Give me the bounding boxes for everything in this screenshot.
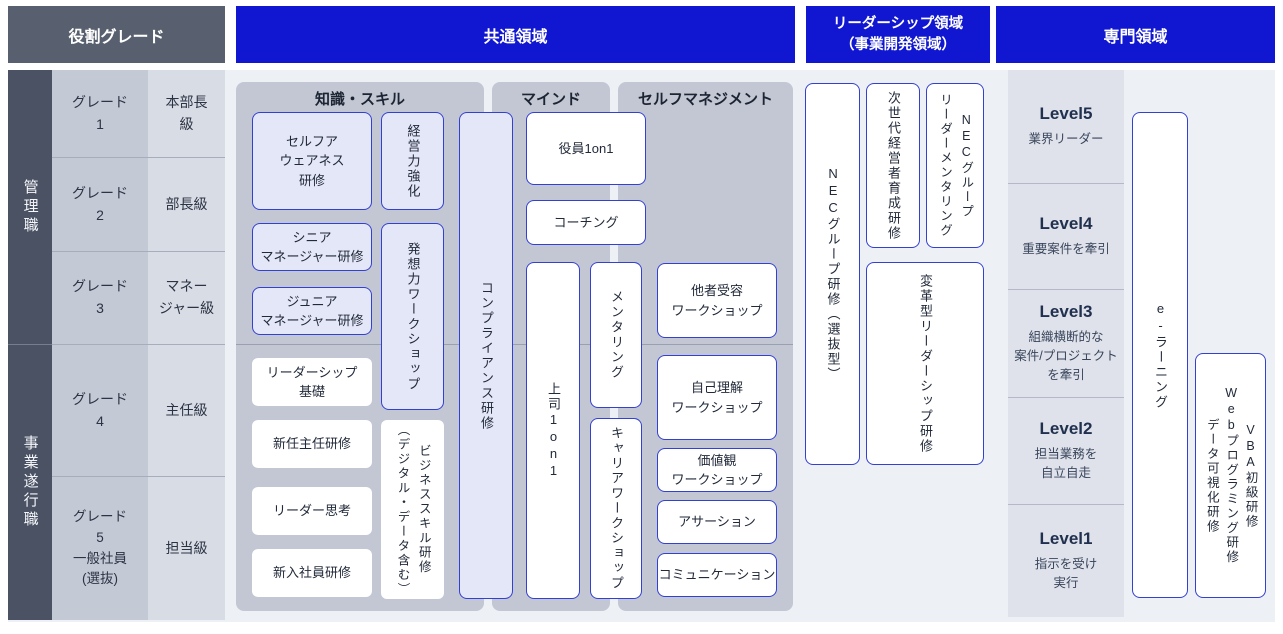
grade-5-cell: グレード 5 一般社員 (選抜): [52, 477, 148, 620]
course-ideation-workshop: 発想力ワークショップ: [381, 223, 444, 410]
course-leadership-basics: リーダーシップ 基礎: [252, 358, 372, 406]
specialty-level-2: Level2 担当業務を 自立自走: [1008, 398, 1124, 505]
role-group-management: 管理職: [8, 70, 52, 345]
rank-bucho-cell: 部長級: [148, 158, 225, 252]
section-label-knowledge: 知識・スキル: [314, 90, 405, 108]
course-leader-thinking: リーダー思考: [252, 487, 372, 535]
level-1-desc: 指示を受け 実行: [1034, 557, 1098, 590]
course-nec-group-training: NECグループ研修（選抜型）: [805, 83, 860, 465]
header-leadership-area: リーダーシップ領域 （事業開発領域）: [806, 6, 990, 63]
grade-1-cell: グレード 1: [52, 70, 148, 158]
level-1-title: Level1: [1039, 529, 1093, 549]
specialty-level-3: Level3 組織横断的な 案件/プロジェクト を牽引: [1008, 290, 1124, 398]
rank-manager-cell: マネー ジャー級: [148, 252, 225, 345]
course-self-understanding-workshop: 自己理解 ワークショップ: [657, 355, 777, 440]
course-acceptance-workshop: 他者受容 ワークショップ: [657, 263, 777, 338]
level-5-title: Level5: [1039, 104, 1093, 124]
grade-2-cell: グレード 2: [52, 158, 148, 252]
course-values-workshop: 価値観 ワークショップ: [657, 448, 777, 492]
course-junior-manager: ジュニア マネージャー研修: [252, 287, 372, 335]
role-group-execution: 事業遂行職: [8, 345, 52, 620]
section-label-mind: マインド: [520, 90, 581, 108]
specialty-level-1: Level1 指示を受け 実行: [1008, 505, 1124, 617]
level-4-desc: 重要案件を牽引: [1022, 242, 1110, 257]
course-assertion: アサーション: [657, 500, 777, 544]
level-5-desc: 業界リーダー: [1028, 132, 1104, 147]
course-coaching: コーチング: [526, 200, 646, 245]
specialty-level-4: Level4 重要案件を牽引: [1008, 184, 1124, 290]
course-compliance: コンプライアンス研修: [459, 112, 513, 599]
course-nec-group-mentoring: NECグループ リーダーメンタリング: [926, 83, 984, 248]
course-boss-1on1: 上司1on1: [526, 262, 580, 599]
course-mentoring: メンタリング: [590, 262, 642, 408]
course-career-workshop: キャリアワークショップ: [590, 418, 642, 599]
course-elearning: e-ラーニング: [1132, 112, 1188, 598]
course-business-skills: ビジネススキル研修 （デジタル・データ含む）: [381, 420, 444, 599]
course-senior-manager: シニア マネージャー研修: [252, 223, 372, 271]
rank-tanto-cell: 担当級: [148, 477, 225, 620]
rank-honbucho-cell: 本部長 級: [148, 70, 225, 158]
course-transformational-leadership: 変革型リーダーシップ研修: [866, 262, 984, 465]
course-programming-trainings: VBA初級研修 Webプログラミング研修 データ可視化研修: [1195, 353, 1266, 598]
course-management-strength: 経営力強化: [381, 112, 444, 210]
level-4-title: Level4: [1039, 214, 1093, 234]
level-2-desc: 担当業務を 自立自走: [1034, 447, 1098, 480]
course-next-gen-leaders: 次世代経営者育成研修: [866, 83, 920, 248]
header-role-grade: 役割グレード: [8, 6, 225, 63]
rank-shunin-cell: 主任級: [148, 345, 225, 477]
level-3-title: Level3: [1039, 302, 1093, 322]
course-executive-1on1: 役員1on1: [526, 112, 646, 185]
level-2-title: Level2: [1039, 419, 1093, 439]
header-common-area: 共通領域: [236, 6, 795, 63]
management-execution-separator-line: [236, 344, 793, 345]
course-self-awareness: セルフア ウェアネス 研修: [252, 112, 372, 210]
grade-3-cell: グレード 3: [52, 252, 148, 345]
course-new-chief: 新任主任研修: [252, 420, 372, 468]
header-specialty-area: 専門領域: [996, 6, 1275, 63]
course-communication: コミュニケーション: [657, 553, 777, 597]
level-3-desc: 組織横断的な 案件/プロジェクト を牽引: [1014, 330, 1118, 382]
section-label-self-management: セルフマネジメント: [637, 90, 773, 108]
course-new-employee: 新入社員研修: [252, 549, 372, 597]
grade-4-cell: グレード 4: [52, 345, 148, 477]
specialty-level-5: Level5 業界リーダー: [1008, 70, 1124, 184]
